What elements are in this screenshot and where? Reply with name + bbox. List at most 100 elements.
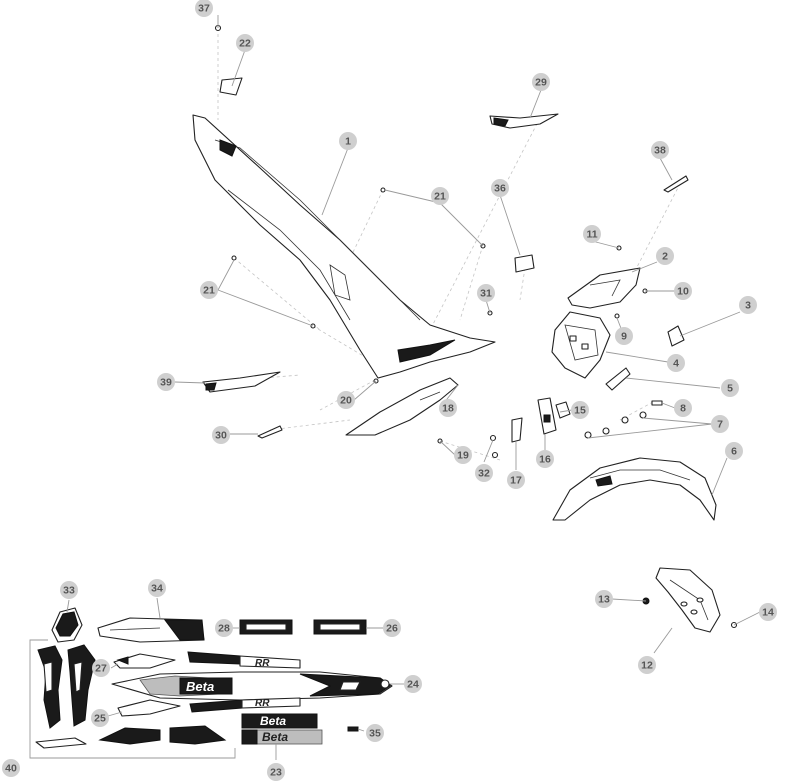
callout-badge (721, 379, 739, 397)
callout-number: 23 (270, 767, 282, 779)
part-3-bracket (667, 325, 685, 347)
part-30 (257, 425, 283, 439)
callout-number: 29 (535, 77, 547, 89)
part-32-nuts (489, 434, 499, 459)
callout-number: 1 (345, 136, 351, 148)
part-7-bolts (584, 411, 647, 439)
callout-number: 17 (510, 475, 522, 487)
part-38 (663, 175, 689, 193)
callout-badge (536, 450, 554, 468)
callout-badge (337, 391, 355, 409)
callout-number: 35 (369, 728, 381, 740)
callout-badge (92, 659, 110, 677)
callout-number: 34 (151, 583, 163, 595)
part-22 (219, 77, 243, 96)
callout-badge (148, 579, 166, 597)
part-8-bolt (651, 400, 663, 406)
callout-badge (656, 247, 674, 265)
callout-badge (571, 401, 589, 419)
part-5-bracket (605, 367, 631, 391)
callout-badge (383, 619, 401, 637)
callout-number: 18 (442, 403, 454, 415)
callout-badge (215, 619, 233, 637)
part-39-decal (202, 371, 281, 393)
callout-number: 12 (641, 660, 653, 672)
callout-badge (454, 446, 472, 464)
callout-number: 4 (673, 358, 679, 370)
decal-model-text-2: RR (255, 698, 270, 709)
part-29-decal (489, 113, 559, 129)
callout-number: 26 (386, 623, 398, 635)
callout-number: 38 (654, 145, 666, 157)
callout-badge (674, 399, 692, 417)
callout-number: 10 (677, 286, 689, 298)
callout-number: 21 (203, 285, 215, 297)
callout-number: 36 (494, 183, 506, 195)
part-12-disc-guard (642, 567, 738, 633)
callout-number: 8 (680, 403, 686, 415)
callout-number: 33 (63, 585, 75, 597)
callout-number: 6 (731, 446, 737, 458)
part-6-front-fender (552, 457, 717, 521)
callout-badge (674, 282, 692, 300)
callout-badge (200, 281, 218, 299)
callout-number: 28 (218, 623, 230, 635)
callout-badge (236, 34, 254, 52)
callout-badge (651, 141, 669, 159)
callout-number: 25 (94, 713, 106, 725)
callout-number: 5 (727, 383, 733, 395)
callout-number: 21 (434, 191, 446, 203)
callout-badge (91, 709, 109, 727)
decal-kit: RR Beta RR Beta Beta (29, 607, 393, 759)
decal-beta-main: Beta (186, 679, 214, 694)
callout-badge (725, 442, 743, 460)
callout-badge (212, 426, 230, 444)
callout-badge (439, 399, 457, 417)
decal-model-text-1: RR (255, 658, 270, 669)
callout-badge (267, 763, 285, 781)
callout-badge (638, 656, 656, 674)
callout-badge (195, 0, 213, 17)
callout-number: 15 (574, 405, 586, 417)
part-4-headlight-housing (551, 311, 611, 379)
callout-number: 37 (198, 3, 210, 15)
callout-number: 20 (340, 395, 352, 407)
callout-badge (583, 225, 601, 243)
callout-badge (507, 471, 525, 489)
callout-badge (475, 464, 493, 482)
callout-badge (615, 327, 633, 345)
callout-badge (339, 132, 357, 150)
callout-number: 32 (478, 468, 490, 480)
callout-badge (759, 603, 777, 621)
callout-badge (366, 724, 384, 742)
callout-number: 39 (160, 377, 172, 389)
part-15-16-17-brackets (511, 397, 571, 443)
callout-badge (477, 284, 495, 302)
callout-number: 30 (215, 430, 227, 442)
callout-number: 16 (539, 454, 551, 466)
callout-number: 14 (762, 607, 774, 619)
callout-number: 22 (239, 38, 251, 50)
callout-number: 40 (5, 763, 17, 775)
callout-badge (431, 187, 449, 205)
callout-badge (532, 73, 550, 91)
callout-badge (595, 590, 613, 608)
callout-badge (711, 415, 729, 433)
part-2-number-plate-top (567, 267, 641, 309)
callout-badge (2, 759, 20, 777)
callout-badge (739, 296, 757, 314)
part-36 (514, 254, 535, 273)
decal-beta-small-1: Beta (260, 714, 286, 728)
callout-number: 7 (717, 419, 723, 431)
callout-badge (667, 354, 685, 372)
callout-number: 9 (621, 331, 627, 343)
callout-badge (491, 179, 509, 197)
callout-badge (404, 675, 422, 693)
callout-number: 13 (598, 594, 610, 606)
callout-badge (60, 581, 78, 599)
callout-badge (157, 373, 175, 391)
callout-number: 3 (745, 300, 751, 312)
